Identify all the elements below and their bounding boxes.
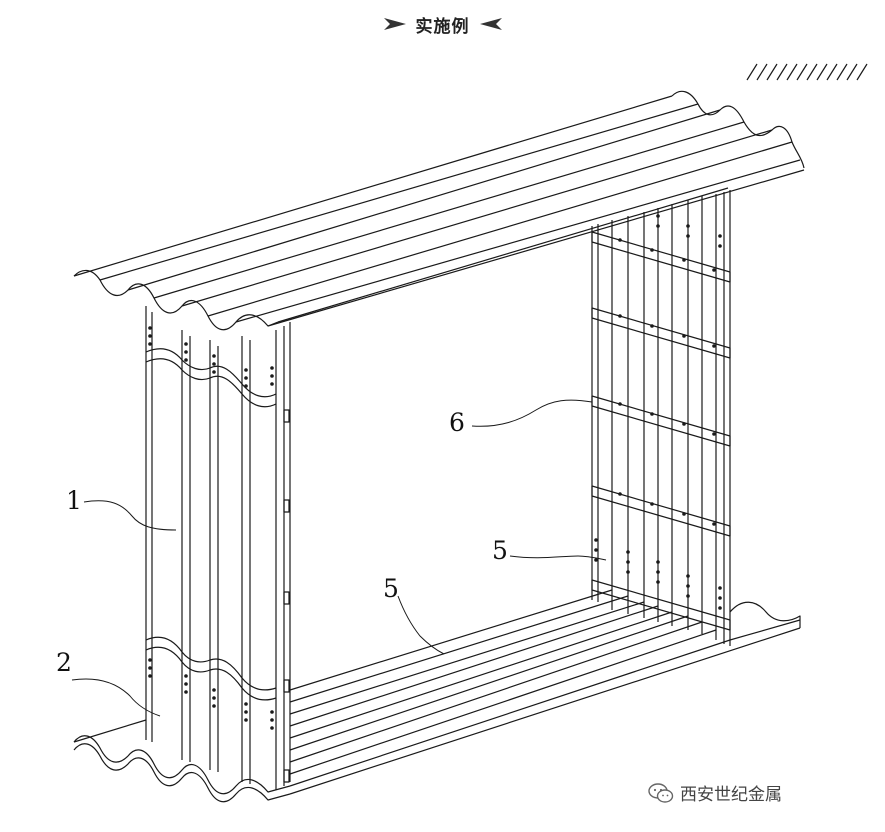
leader-lines [71,399,607,717]
roof-sheet [73,90,805,331]
bolt-holes [148,214,722,730]
page-title: 实施例 [415,16,470,37]
hatch-lines-icon [746,63,868,81]
callout-1: 1 [66,486,82,515]
right-pointing-arrow-icon [383,18,406,30]
callout-5-wall: 5 [492,536,508,565]
page-header: 实施例 [0,8,885,40]
right-wall [591,190,731,646]
callout-2: 2 [56,648,72,677]
callout-6: 6 [449,408,465,437]
wechat-icon [648,782,674,803]
watermark-text: 西安世纪金属 [680,785,782,805]
left-pointing-arrow-icon [479,18,502,30]
watermark: 西安世纪金属 [648,780,782,805]
left-wall [145,306,291,790]
callout-5-floor: 5 [383,574,399,603]
floor-panels [289,589,731,787]
base-sheet [73,601,801,803]
